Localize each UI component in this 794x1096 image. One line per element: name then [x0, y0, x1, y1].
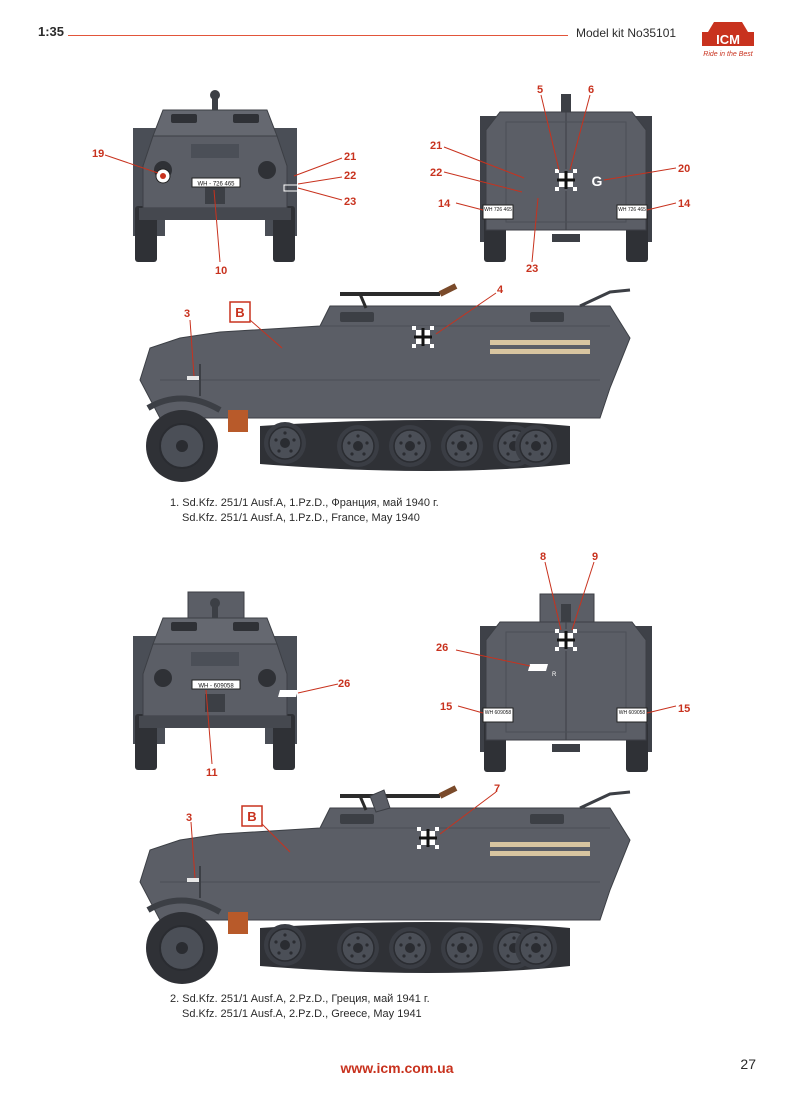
callout-9: 9 — [592, 551, 598, 563]
callout-19: 19 — [92, 148, 104, 160]
callout-b-box-v2: B — [247, 809, 256, 824]
callout-14-left: 14 — [438, 198, 451, 210]
kit-number: Model kit No35101 — [576, 26, 677, 40]
plate-2-rear-right: WH 609058 — [619, 710, 646, 716]
plate-1-rear-left: WH 726 465 — [484, 207, 512, 213]
callout-26-front: 26 — [338, 678, 350, 690]
caption-variant1-ru: 1. Sd.Kfz. 251/1 Ausf.A, 1.Pz.D., Франци… — [170, 497, 439, 509]
caption-variant2: 2. Sd.Kfz. 251/1 Ausf.A, 2.Pz.D., Греция… — [170, 992, 430, 1022]
caption-variant1-en: Sd.Kfz. 251/1 Ausf.A, 1.Pz.D., France, M… — [182, 512, 420, 524]
callout-14-right: 14 — [678, 198, 691, 210]
plate-2-rear-left: WH 609058 — [485, 710, 512, 716]
caption-variant2-en: Sd.Kfz. 251/1 Ausf.A, 2.Pz.D., Greece, M… — [182, 1008, 422, 1020]
variant2-rear-view: R WH 609058 WH 609058 — [479, 593, 653, 773]
callout-15-left: 15 — [440, 701, 452, 713]
callout-21-rear: 21 — [430, 140, 442, 152]
caption-variant1: 1. Sd.Kfz. 251/1 Ausf.A, 1.Pz.D., Франци… — [170, 496, 439, 526]
callout-23: 23 — [344, 196, 356, 208]
variant2-side-view — [140, 788, 630, 984]
r-marking: R — [552, 672, 557, 678]
callout-21: 21 — [344, 151, 356, 163]
callout-11: 11 — [206, 767, 218, 779]
scale-label: 1:35 — [38, 24, 65, 39]
callout-3: 3 — [184, 308, 190, 320]
plate-1-front: WH - 726 465 — [197, 182, 235, 188]
variant1-rear-view: G WH 726 465 WH 726 465 — [479, 93, 653, 263]
callout-5: 5 — [537, 84, 543, 96]
page-number: 27 — [740, 1056, 756, 1072]
g-marking: G — [592, 173, 603, 189]
callout-23-rear: 23 — [526, 263, 538, 275]
website-link[interactable]: www.icm.com.ua — [340, 1060, 454, 1076]
plate-2-front: WH - 609058 — [198, 684, 234, 690]
callout-4: 4 — [497, 284, 504, 296]
header-rule — [68, 35, 568, 36]
plate-1-rear-right: WH 726 465 — [618, 207, 646, 213]
icm-logo: ICM Ride in the Best — [702, 22, 754, 58]
callout-6: 6 — [588, 84, 594, 96]
callout-22: 22 — [344, 170, 356, 182]
callout-10: 10 — [215, 265, 227, 277]
callout-b-box: B — [235, 305, 244, 320]
logo-tagline: Ride in the Best — [703, 51, 753, 58]
callout-22-rear: 22 — [430, 167, 442, 179]
callout-26-rear: 26 — [436, 642, 448, 654]
variant1-side-view — [140, 286, 630, 482]
callout-15-right: 15 — [678, 703, 690, 715]
variant2-front-view: WH - 609058 — [132, 591, 298, 771]
callout-3-v2: 3 — [186, 812, 192, 824]
caption-variant2-ru: 2. Sd.Kfz. 251/1 Ausf.A, 2.Pz.D., Греция… — [170, 993, 430, 1005]
callout-20: 20 — [678, 163, 690, 175]
variant1-front-view: WH - 726 465 — [132, 89, 299, 263]
logo-text: ICM — [716, 32, 740, 47]
callout-7: 7 — [494, 783, 500, 795]
callout-8: 8 — [540, 551, 546, 563]
